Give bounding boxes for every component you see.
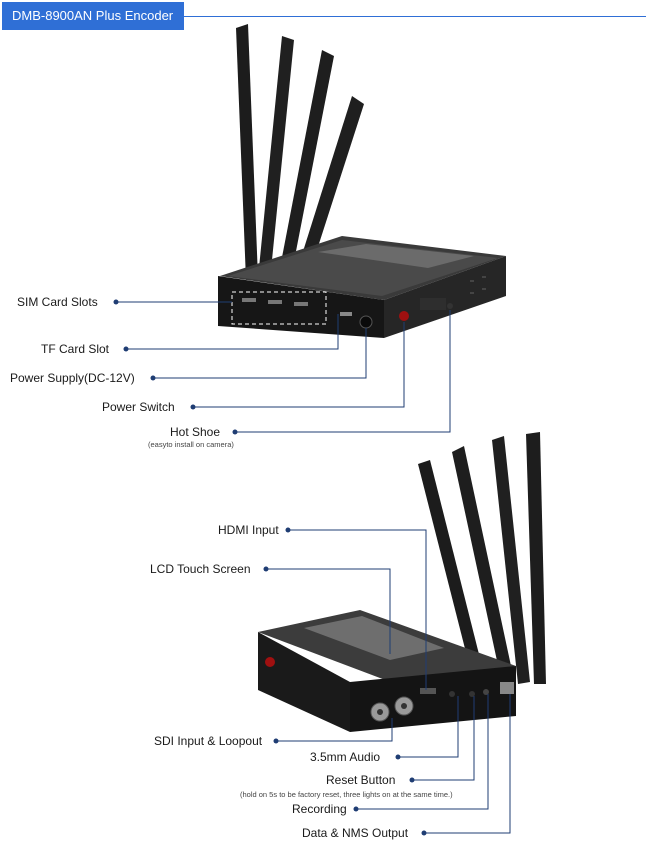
hot-shoe-label: Hot Shoe	[170, 425, 221, 439]
reset-button-dot	[409, 777, 415, 783]
top-device-image	[218, 24, 506, 338]
bottom-leader-lines	[266, 529, 511, 834]
sdi-input-dot	[273, 738, 279, 744]
hdmi-input-label: HDMI Input	[218, 523, 279, 537]
sdi-input-loopout-label: SDI Input & Loopout	[154, 734, 263, 748]
hot-shoe-dot	[232, 429, 238, 435]
power-supply-label: Power Supply(DC-12V)	[10, 371, 135, 385]
power-switch-label: Power Switch	[102, 400, 175, 414]
top-leader-lines	[116, 301, 451, 433]
power-switch-dot	[190, 404, 196, 410]
reset-button-label: Reset Button	[326, 773, 396, 787]
sim-card-slots-dot	[113, 299, 119, 305]
audio-dot	[395, 754, 401, 760]
header-rule	[184, 16, 646, 17]
lcd-touch-screen-dot	[263, 566, 269, 572]
recording-dot	[353, 806, 359, 812]
product-title-tab: DMB-8900AN Plus Encoder	[2, 2, 184, 30]
hdmi-input-dot	[285, 527, 291, 533]
lcd-touch-screen-label: LCD Touch Screen	[150, 562, 251, 576]
data-nms-output-label: Data & NMS Output	[302, 826, 409, 840]
data-nms-output-dot	[421, 830, 427, 836]
sim-card-slots-label: SIM Card Slots	[17, 295, 98, 309]
hot-shoe-note: (easyto install on camera)	[148, 440, 234, 449]
tf-card-slot-dot	[123, 346, 129, 352]
audio-35mm-label: 3.5mm Audio	[310, 750, 381, 764]
bottom-device-image	[258, 432, 546, 732]
recording-label: Recording	[292, 802, 347, 816]
tf-card-slot-label: TF Card Slot	[41, 342, 110, 356]
power-supply-dot	[150, 375, 156, 381]
reset-button-note: (hold on 5s to be factory reset, three l…	[240, 790, 453, 799]
